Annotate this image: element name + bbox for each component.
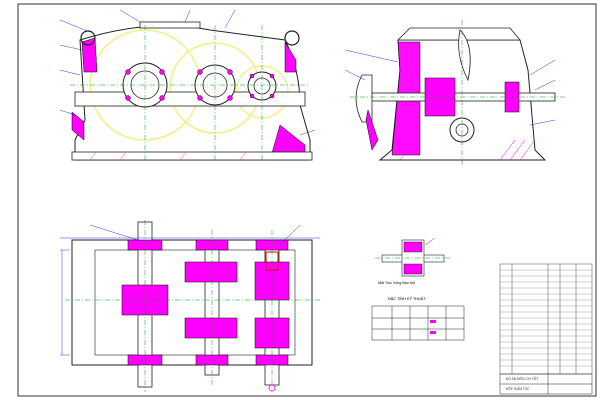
leader-lines-front [59, 9, 316, 136]
detail-leader [424, 237, 436, 246]
section-caption: Mặt Trục Vòng Bàn Kẹt [378, 281, 416, 285]
top-section-view [60, 220, 320, 392]
title-block-line-2: HỘP GIẢM TỐC [506, 387, 530, 391]
title-block-line-1: ĐỒ ÁN MÔN CHI TIẾT [506, 377, 539, 381]
detail-section [375, 237, 450, 277]
lifting-eye-right [284, 30, 300, 46]
dimension-lines-top [60, 224, 320, 356]
side-view [344, 20, 565, 165]
lifting-eye-bottom [268, 384, 276, 392]
gear-b [184, 261, 238, 283]
base-hatch [89, 151, 247, 161]
base-flange [71, 151, 313, 161]
center-lines-front [70, 25, 310, 160]
spec-table-fill [430, 320, 436, 334]
cover-section-right [284, 41, 297, 73]
breather-cone [458, 29, 471, 82]
front-view [59, 9, 316, 161]
gear-c [184, 317, 238, 339]
side-hatch [399, 139, 536, 161]
spec-table [371, 305, 465, 341]
center-lines-top [65, 220, 320, 392]
spec-table-title: ĐẶC TÍNH KỸ THUẬT [388, 297, 426, 301]
bolt-holes [125, 69, 275, 101]
cover-section [81, 37, 98, 73]
title-block [499, 373, 593, 395]
sheet-border [17, 3, 597, 397]
leader-lines-side [344, 49, 556, 126]
coupling-lower [365, 109, 379, 151]
oil-gauge [71, 111, 85, 141]
center-lines-side [350, 20, 565, 165]
parts-list [499, 263, 593, 375]
detail-section-fill-top [403, 241, 423, 253]
inspection-cover [139, 21, 201, 29]
detail-section-fill-bottom [403, 263, 423, 275]
parts-list-rows [500, 269, 592, 367]
